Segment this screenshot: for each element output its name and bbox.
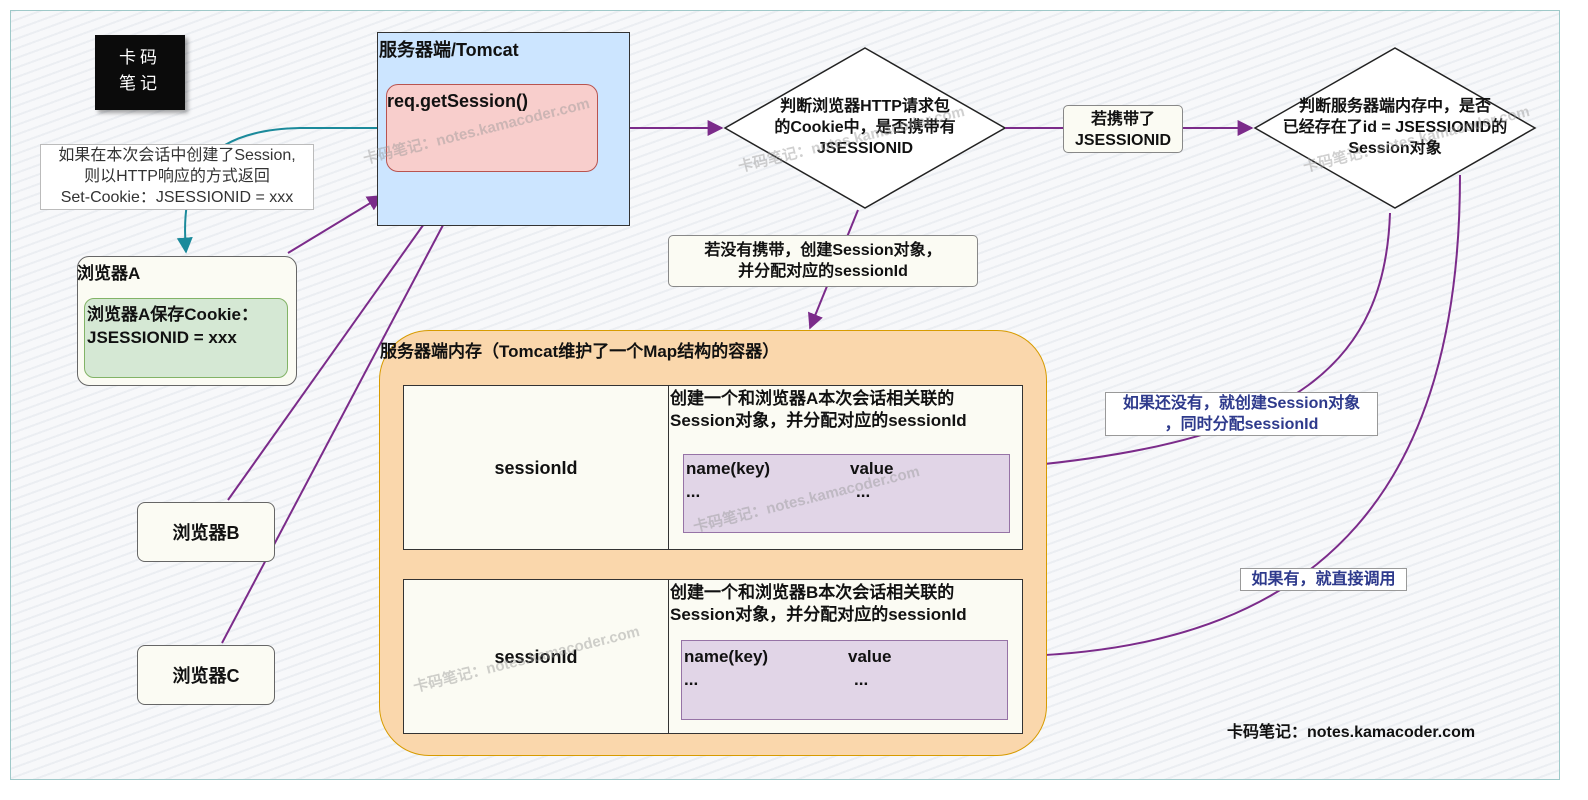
not-carried-label: 若没有携带，创建Session对象， 并分配对应的sessionId (668, 235, 978, 287)
row-a-session-id: sessionId (494, 458, 578, 478)
row-a-desc-line1: 创建一个和浏览器A本次会话相关联的 (670, 389, 955, 408)
reuse-session-note: 如果有，就直接调用 (1240, 568, 1407, 591)
not-carried-line1: 若没有携带，创建Session对象， (704, 242, 942, 259)
row-b-dots-right: ... (854, 670, 869, 689)
decision-memory-text: 判断服务器端内存中，是否 已经存在了id = JSESSIONID的 Sessi… (1265, 96, 1525, 159)
decision-cookie-text: 判断浏览器HTTP请求包 的Cookie中，是否携带有 JSESSIONID (745, 96, 985, 159)
create-note-line1: 如果还没有，就创建Session对象 (1122, 395, 1361, 412)
row-a-attribute-map: name(key) value ... ... (683, 454, 1010, 533)
response-note-line3: Set-Cookie：JSESSIONID = xxx (60, 189, 294, 206)
tomcat-server-title: 服务器端/Tomcat (379, 40, 519, 60)
row-b-attribute-map: name(key) value ... ... (681, 640, 1008, 720)
decision2-line3: Session对象 (1348, 140, 1442, 157)
row-b-value: value (848, 647, 892, 666)
browser-b-box: 浏览器B (137, 502, 275, 562)
logo-line2: 笔记 (119, 74, 161, 94)
get-session-method: req.getSession() (386, 84, 598, 172)
browser-a-title: 浏览器A (77, 264, 141, 283)
response-note-line2: 则以HTTP响应的方式返回 (84, 168, 270, 185)
logo-line1: 卡码 (119, 48, 161, 68)
cookie-line1: 浏览器A保存Cookie： (87, 305, 258, 324)
create-note-line2: ，同时分配sessionId (1164, 416, 1319, 433)
decision2-line1: 判断服务器端内存中，是否 (1298, 98, 1491, 115)
row-b-session-id: sessionId (494, 647, 578, 667)
response-cookie-note: 如果在本次会话中创建了Session, 则以HTTP响应的方式返回 Set-Co… (40, 144, 314, 210)
decision1-line1: 判断浏览器HTTP请求包 (780, 98, 950, 115)
row-b-description: 创建一个和浏览器B本次会话相关联的 Session对象，并分配对应的sessio… (670, 582, 967, 626)
decision2-line2: 已经存在了id = JSESSIONID的 (1282, 119, 1508, 136)
row-a-name-key: name(key) (686, 459, 771, 478)
row-a-description: 创建一个和浏览器A本次会话相关联的 Session对象，并分配对应的sessio… (670, 388, 967, 432)
row-b-divider (668, 580, 669, 733)
row-a-dots-right: ... (856, 482, 871, 501)
create-session-note: 如果还没有，就创建Session对象 ，同时分配sessionId (1105, 392, 1378, 436)
row-b-desc-line2: Session对象，并分配对应的sessionId (670, 605, 967, 624)
row-a-desc-line2: Session对象，并分配对应的sessionId (670, 411, 967, 430)
row-b-name-key: name(key) (684, 647, 769, 666)
row-a-dots-left: ... (686, 482, 701, 501)
footer-credit: 卡码笔记：notes.kamacoder.com (1227, 724, 1476, 741)
carried-line2: JSESSIONID (1074, 132, 1172, 149)
carried-jsessionid-label: 若携带了 JSESSIONID (1063, 105, 1183, 153)
browser-a-cookie: 浏览器A保存Cookie： JSESSIONID = xxx (84, 298, 288, 378)
decision1-line2: 的Cookie中，是否携带有 (774, 119, 956, 136)
carried-line1: 若携带了 (1090, 111, 1155, 128)
response-note-line1: 如果在本次会话中创建了Session, (58, 147, 296, 164)
browser-c-box: 浏览器C (137, 645, 275, 705)
row-b-desc-line1: 创建一个和浏览器B本次会话相关联的 (670, 583, 955, 602)
row-a-divider (668, 386, 669, 549)
session-row-a: sessionId 创建一个和浏览器A本次会话相关联的 Session对象，并分… (403, 385, 1023, 550)
decision1-line3: JSESSIONID (816, 140, 914, 157)
row-b-dots-left: ... (684, 670, 699, 689)
kama-notes-logo: 卡码 笔记 (95, 35, 185, 110)
not-carried-line2: 并分配对应的sessionId (738, 263, 908, 280)
session-row-b: sessionId 创建一个和浏览器B本次会话相关联的 Session对象，并分… (403, 579, 1023, 734)
server-memory-title: 服务器端内存（Tomcat维护了一个Map结构的容器） (380, 342, 780, 361)
row-a-value: value (850, 459, 894, 478)
cookie-line2: JSESSIONID = xxx (87, 328, 237, 347)
